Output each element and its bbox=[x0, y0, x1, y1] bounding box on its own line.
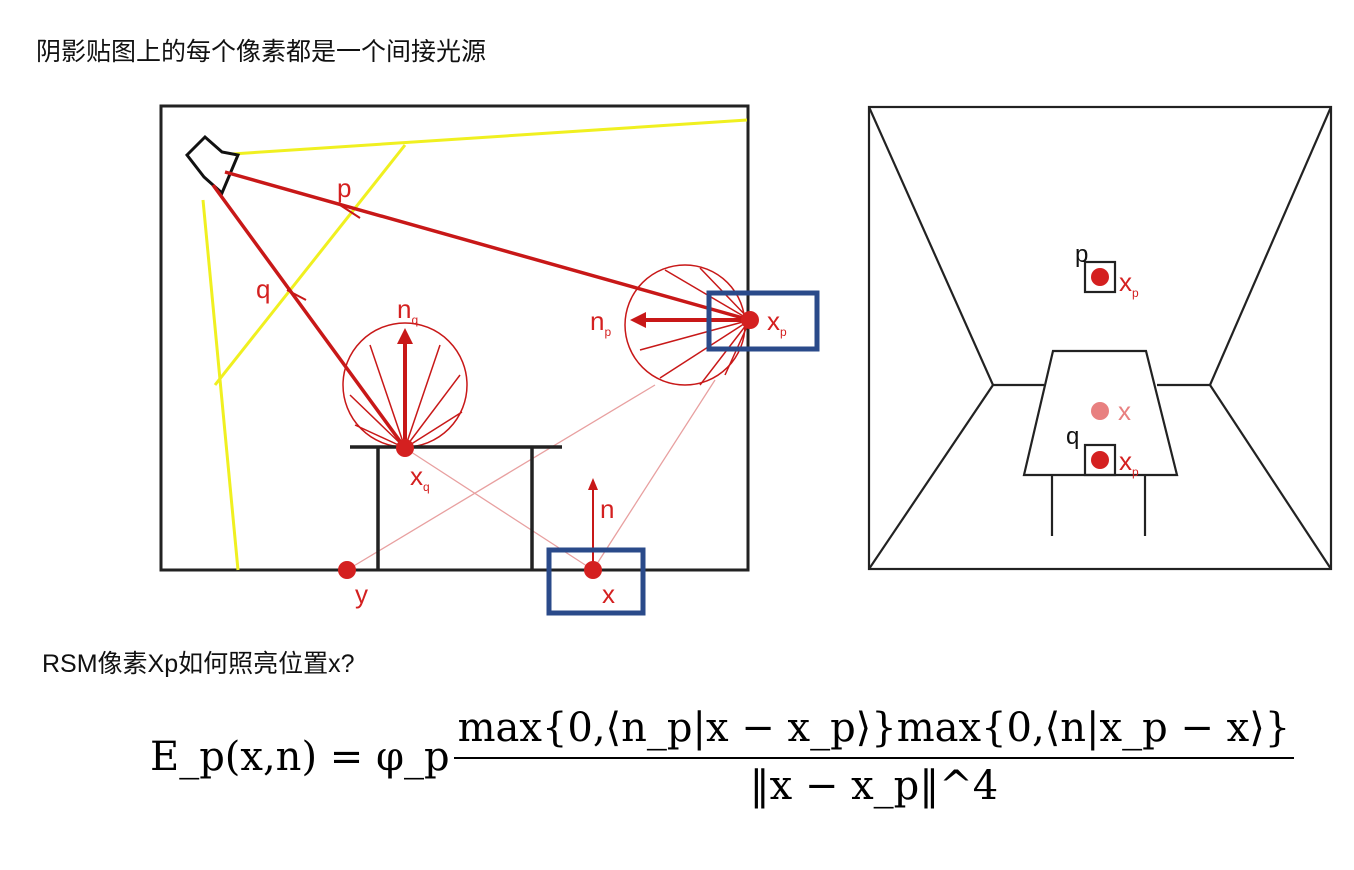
label-n: n bbox=[600, 494, 614, 524]
formula-fraction: max{0,⟨n_p|x − x_p⟩}max{0,⟨n|x_p − x⟩} ‖… bbox=[453, 705, 1295, 809]
label-xp-bottom: xp bbox=[1119, 446, 1139, 479]
label-xp: xp bbox=[767, 306, 787, 339]
formula-numerator: max{0,⟨n_p|x − x_p⟩}max{0,⟨n|x_p − x⟩} bbox=[453, 705, 1295, 759]
side-view-diagram: p q nq np xp xq n y x bbox=[159, 104, 820, 616]
point-x bbox=[584, 561, 602, 579]
point-xq bbox=[396, 439, 414, 457]
label-q: q bbox=[256, 274, 270, 304]
label-y: y bbox=[355, 579, 368, 609]
light-icon bbox=[185, 134, 241, 196]
label-np: np bbox=[590, 306, 611, 339]
shadow-map-frustum bbox=[201, 118, 748, 571]
question-text: RSM像素Xp如何照亮位置x? bbox=[42, 650, 355, 678]
light-view-diagram: p q xp x xp bbox=[867, 105, 1333, 571]
irradiance-formula: E_p(x,n) = φ_p max{0,⟨n_p|x − x_p⟩}max{0… bbox=[150, 705, 1295, 809]
formula-lhs: E_p(x,n) = φ_p bbox=[150, 734, 450, 780]
label-q-right: q bbox=[1066, 423, 1079, 450]
label-nq: nq bbox=[397, 294, 418, 327]
highlight-box-xp bbox=[706, 290, 820, 352]
formula-denominator: ‖x − x_p‖^4 bbox=[749, 763, 999, 809]
point-y bbox=[338, 561, 356, 579]
label-xq: xq bbox=[410, 461, 430, 494]
label-p: p bbox=[337, 173, 351, 203]
label-x: x bbox=[602, 579, 615, 609]
slide-title: 阴影贴图上的每个像素都是一个间接光源 bbox=[36, 38, 487, 66]
label-xp-top: xp bbox=[1119, 267, 1139, 300]
label-x-right: x bbox=[1118, 396, 1131, 426]
label-p-right: p bbox=[1075, 241, 1088, 268]
highlight-box-x bbox=[546, 547, 646, 616]
point-xp bbox=[741, 311, 759, 329]
